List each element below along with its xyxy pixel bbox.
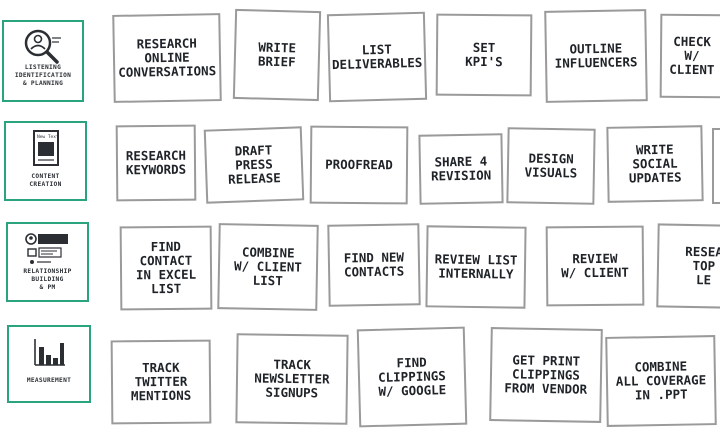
lane-label: Relationship Building & PM <box>23 268 72 291</box>
lane-content-creation: New Text Content Creation <box>4 121 87 201</box>
task-card[interactable]: Find clippings w/ Google <box>356 326 468 428</box>
task-card[interactable]: List deliverables <box>326 11 428 103</box>
lane-listening: Listening Identification & Planning <box>2 20 84 102</box>
task-card[interactable]: Review w/ client <box>545 225 645 307</box>
task-card[interactable]: Draft press release <box>203 126 305 204</box>
task-card[interactable]: Set KPI's <box>435 13 533 97</box>
task-card[interactable]: Check w/ client <box>659 13 720 99</box>
task-card[interactable]: Research Keywords <box>115 124 197 202</box>
task-card[interactable]: Share 4 Revision <box>418 133 504 205</box>
lane-label: Measurement <box>26 377 72 384</box>
task-card[interactable]: Get print clippings from vendor <box>489 327 603 423</box>
task-card[interactable]: Research online conversations <box>112 13 222 103</box>
task-card[interactable]: Find new contacts <box>327 223 421 307</box>
lane-relationship: Relationship Building & PM <box>6 222 89 302</box>
lane-label: Content Creation <box>29 173 62 188</box>
task-card[interactable]: Resea top le <box>656 223 720 309</box>
task-card[interactable] <box>712 128 720 204</box>
document-title-text: New Text <box>37 134 59 140</box>
task-card[interactable]: Write Brief <box>232 8 322 102</box>
task-card[interactable]: Review list internally <box>425 225 527 309</box>
document-icon: New Text <box>32 130 59 166</box>
task-card[interactable]: Proofread <box>309 125 409 205</box>
bar-chart-icon <box>34 339 65 366</box>
task-card[interactable]: Outline Influencers <box>544 9 648 103</box>
lane-measurement: Measurement <box>7 325 91 403</box>
task-card[interactable]: Track Newsletter signups <box>235 333 349 425</box>
task-card[interactable]: Track Twitter mentions <box>110 339 212 425</box>
lane-label: Listening Identification & Planning <box>14 64 72 87</box>
task-card[interactable]: Find contact in excel list <box>119 225 213 311</box>
task-card[interactable]: Combine all coverage in .ppt <box>605 335 717 427</box>
task-card[interactable]: Design Visuals <box>506 127 596 205</box>
task-card[interactable]: Write Social updates <box>606 125 704 203</box>
magnifying-glass-profile-icon <box>24 29 61 64</box>
task-card[interactable]: Combine w/ client list <box>217 223 319 311</box>
contact-cards-icon <box>24 233 68 264</box>
